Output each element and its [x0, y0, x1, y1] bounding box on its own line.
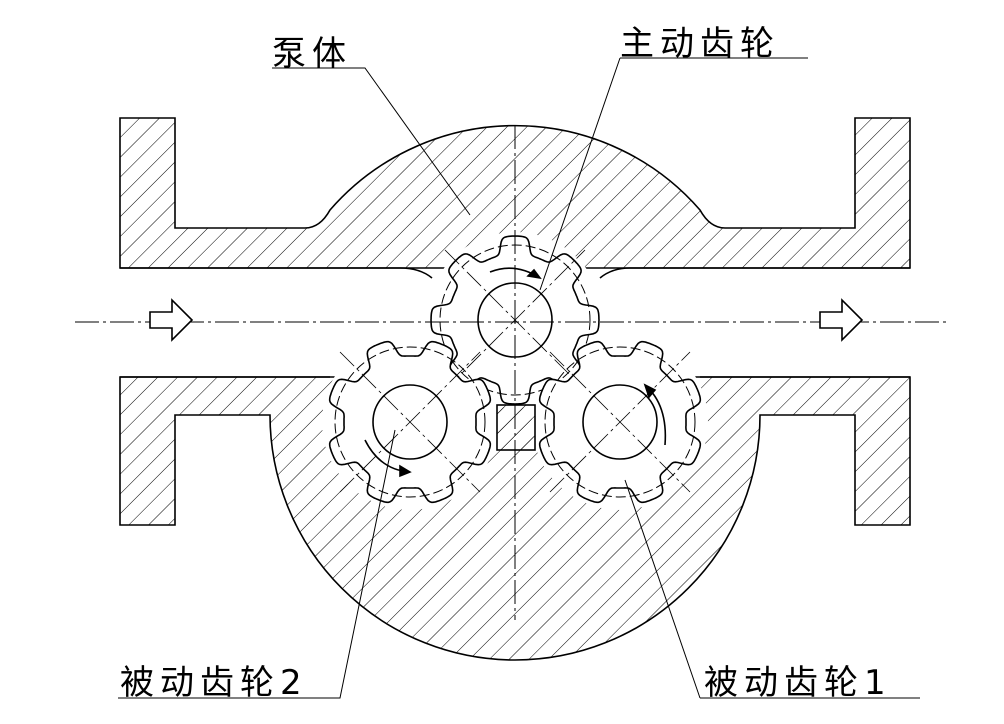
gear-center-line	[339, 351, 481, 493]
label-driven-gear-2: 被动齿轮2	[120, 663, 308, 703]
driven-gear-1	[538, 340, 702, 504]
label-pump-body: 泵体	[272, 34, 352, 74]
flow-arrow-outlet-icon	[819, 298, 864, 342]
flow-arrow-inlet-icon	[149, 298, 194, 342]
label-driving-gear: 主动齿轮	[620, 24, 780, 64]
driven-gear-2	[328, 340, 492, 504]
gear-center-line	[549, 351, 691, 493]
center-lines	[75, 125, 950, 620]
leader-lines	[118, 57, 920, 699]
pitch-circle	[544, 346, 696, 498]
pump-body-upper	[119, 117, 911, 269]
label-driven-gear-1: 被动齿轮1	[704, 663, 892, 703]
pitch-circle	[334, 346, 486, 498]
separator-block	[496, 404, 536, 451]
